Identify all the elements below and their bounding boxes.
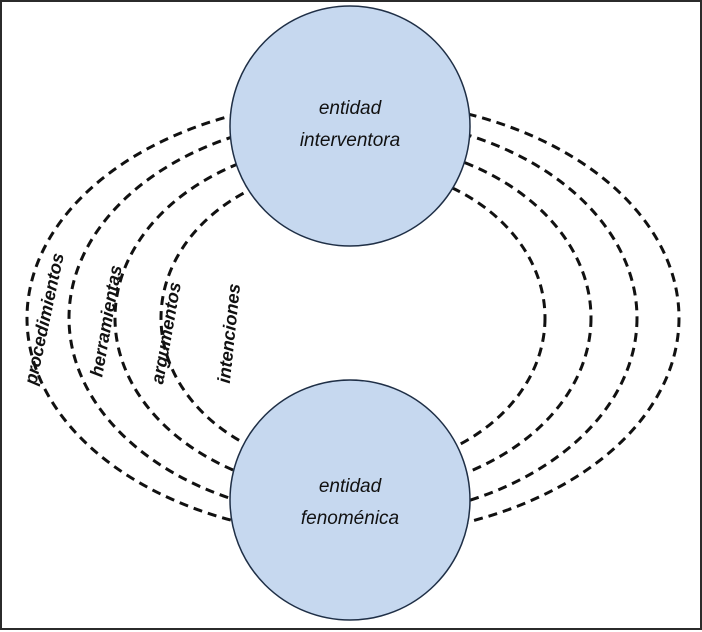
node-top-line1: entidad — [319, 98, 383, 119]
node-top-line2: interventora — [300, 130, 400, 151]
node-bottom-line1: entidad — [319, 476, 383, 497]
node-entidad-interventora — [229, 5, 471, 247]
node-bottom-line2: fenoménica — [301, 508, 399, 529]
ring-label-herramientas: herramientas — [86, 264, 125, 379]
ring-label-intenciones: intenciones — [214, 283, 244, 385]
ring-label-argumentos: argumentos — [147, 280, 185, 385]
node-entidad-fenomenica — [229, 379, 471, 621]
